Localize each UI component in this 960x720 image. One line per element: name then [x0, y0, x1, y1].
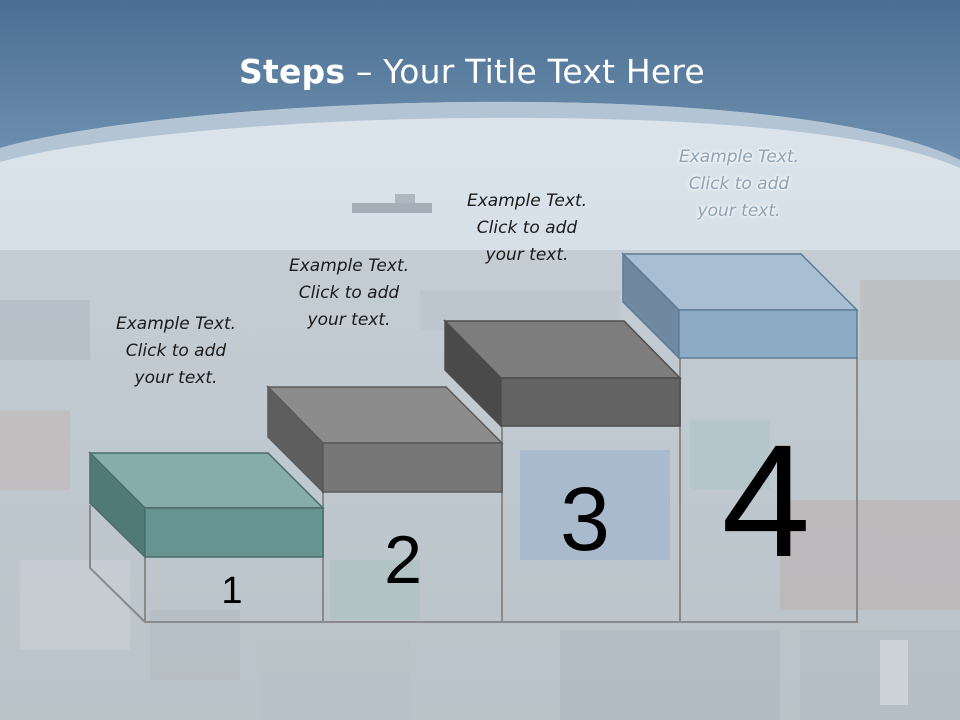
title-bold: Steps [239, 52, 346, 91]
step-1-text-line3: your text. [134, 368, 218, 388]
step-4-box[interactable] [621, 252, 859, 360]
step-2-number: 2 [384, 522, 422, 598]
step-1-text-line2: Click to add [125, 341, 227, 361]
step-2-text-line1: Example Text. [288, 256, 410, 276]
step-1-text[interactable]: Example Text. Click to add your text. [86, 311, 266, 392]
step-4-text-line3: your text. [697, 201, 781, 221]
step-3-text[interactable]: Example Text. Click to add your text. [437, 188, 617, 269]
step-2-text-line3: your text. [307, 310, 391, 330]
step-4-number: 4 [721, 411, 811, 590]
step-1-box[interactable] [88, 451, 325, 559]
ship-icon [352, 194, 432, 213]
step-3-number: 3 [559, 470, 611, 570]
title-banner [0, 0, 960, 168]
step-3-text-line3: your text. [485, 245, 569, 265]
title-rest: – Your Title Text Here [345, 52, 705, 91]
step-2-box[interactable] [266, 385, 504, 494]
step-4-text-line2: Click to add [688, 174, 790, 194]
slide-title[interactable]: Steps – Your Title Text Here [0, 52, 944, 91]
step-1-number: 1 [221, 570, 243, 612]
step-4-text[interactable]: Example Text. Click to add your text. [649, 144, 829, 225]
step-2-text[interactable]: Example Text. Click to add your text. [259, 253, 439, 334]
step-3-text-line1: Example Text. [466, 191, 588, 211]
step-1-text-line1: Example Text. [115, 314, 237, 334]
step-4-text-line1: Example Text. [678, 147, 800, 167]
step-3-text-line2: Click to add [476, 218, 578, 238]
step-2-text-line2: Click to add [298, 283, 400, 303]
step-3-box[interactable] [443, 319, 682, 428]
